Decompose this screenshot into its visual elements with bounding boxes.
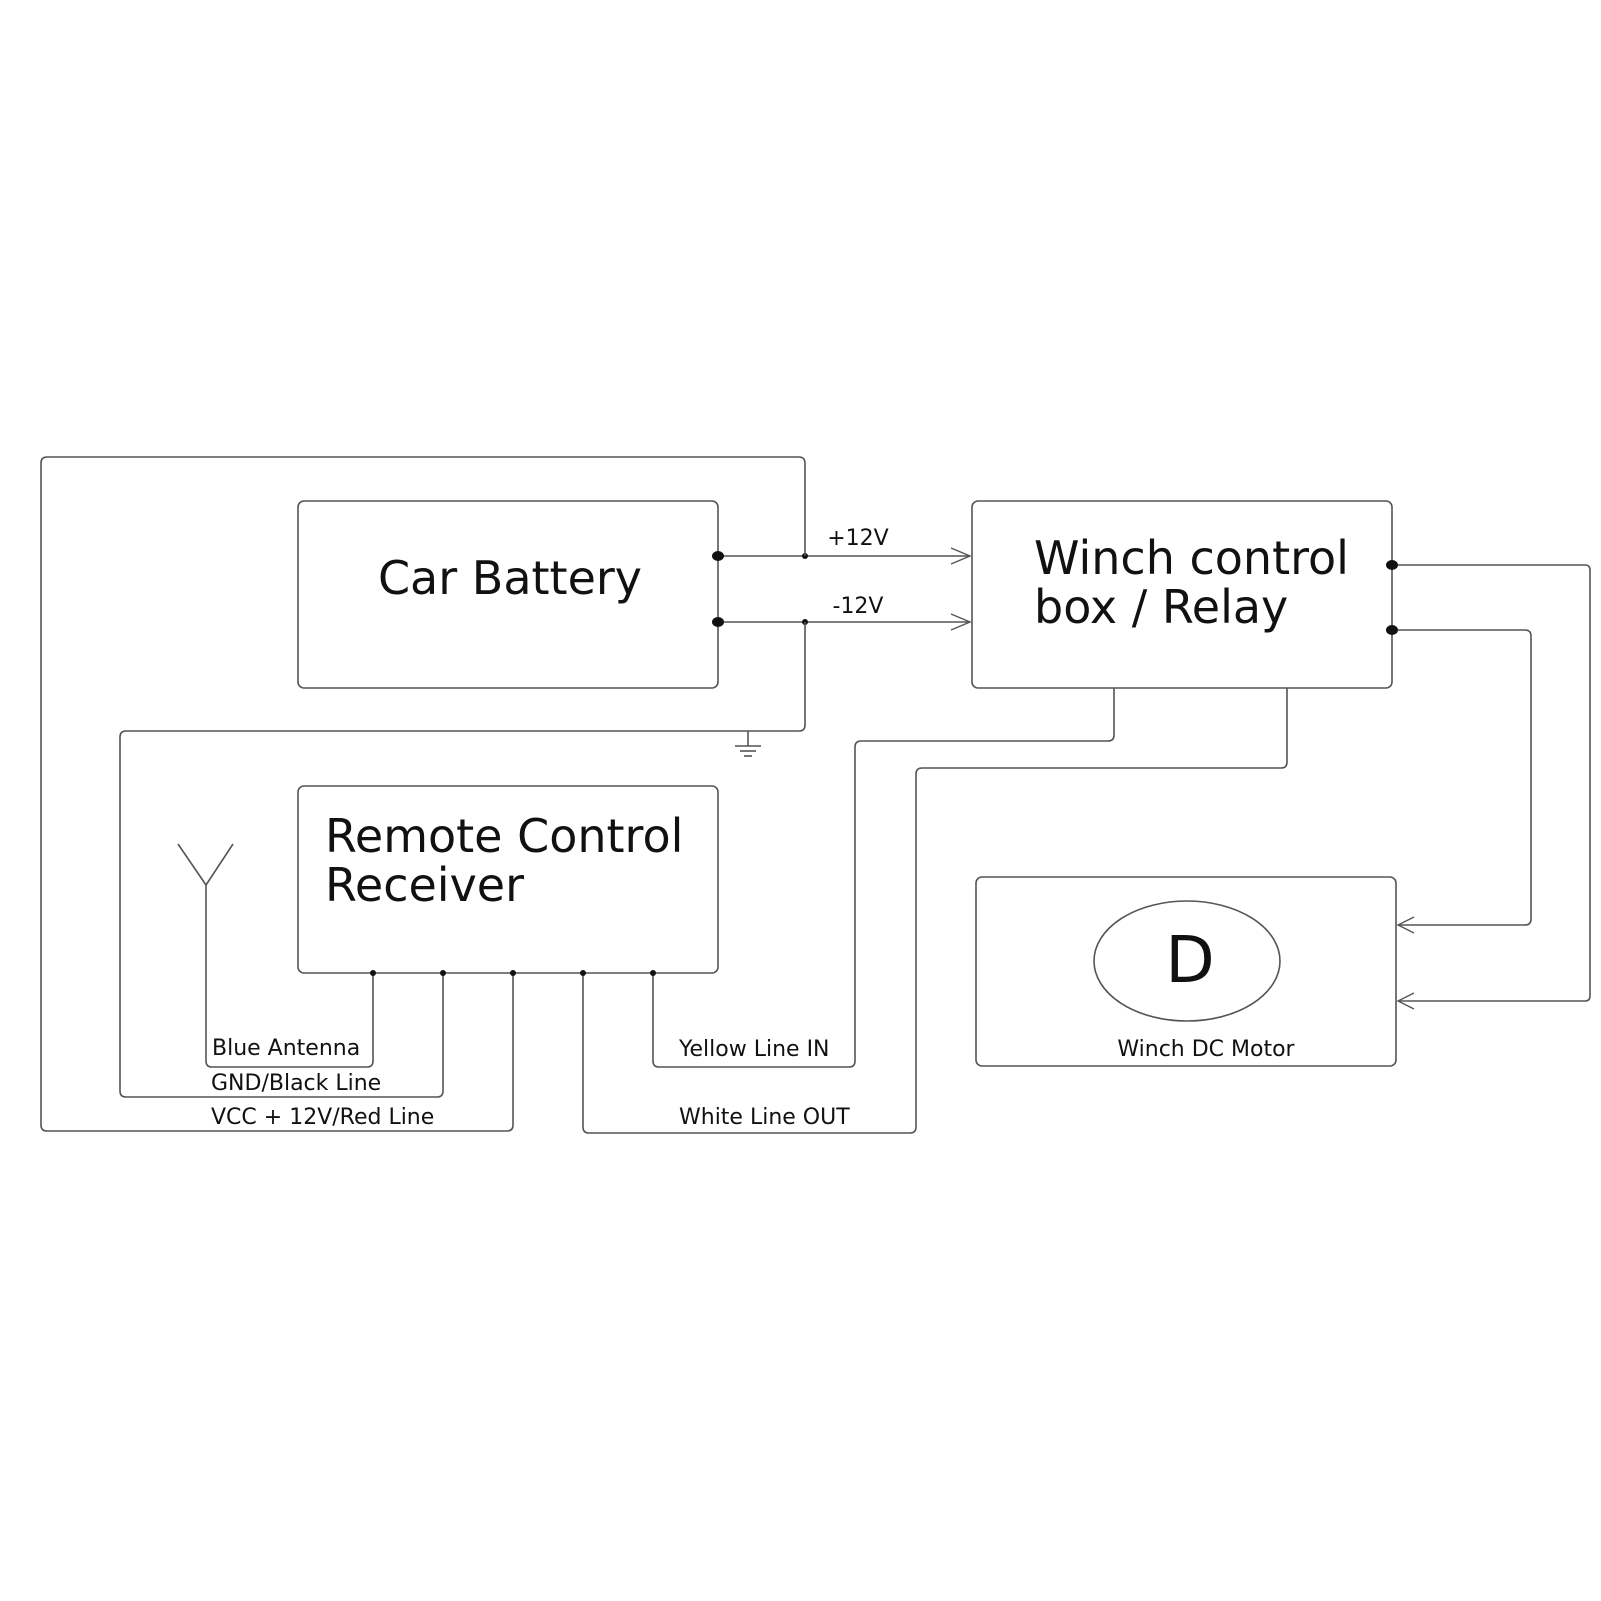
winch-control-label-line2: box / Relay	[1034, 580, 1288, 634]
winch-control-box-block	[971, 500, 1393, 689]
winch-control-label-line1: Winch control	[1034, 531, 1349, 585]
positive-arrowhead	[950, 547, 972, 565]
ground-wire	[119, 622, 806, 1098]
motor-wire-outer-arrowhead	[1396, 992, 1415, 1010]
motor-wire-inner	[1392, 629, 1532, 926]
remote-receiver-block	[297, 785, 719, 974]
battery-negative-terminal	[712, 617, 724, 627]
receiver-pin-antenna	[370, 970, 376, 976]
antenna-wire-label: Blue Antenna	[212, 1036, 360, 1061]
motor-symbol-letter: D	[1165, 924, 1214, 998]
vcc-wire	[40, 456, 806, 1132]
yellow-wire	[652, 688, 1115, 1068]
remote-receiver-label-line2: Receiver	[325, 858, 524, 912]
relay-output-terminal-1	[1386, 560, 1398, 570]
battery-positive-terminal	[712, 551, 724, 561]
receiver-pin-white	[580, 970, 586, 976]
car-battery-label: Car Battery	[378, 551, 642, 605]
receiver-pin-ground	[440, 970, 446, 976]
antenna-icon	[177, 843, 234, 1061]
white-wire-label: White Line OUT	[679, 1105, 850, 1130]
ground-icon	[735, 731, 761, 757]
negative-label: -12V	[833, 594, 884, 619]
motor-symbol	[1093, 900, 1281, 1022]
ground-wire-label: GND/Black Line	[211, 1071, 381, 1096]
receiver-pin-yellow	[650, 970, 656, 976]
remote-receiver-label-line1: Remote Control	[325, 809, 683, 863]
antenna-wire	[205, 973, 374, 1068]
white-wire	[582, 688, 1288, 1134]
negative-arrowhead	[950, 613, 972, 631]
yellow-wire-label: Yellow Line IN	[678, 1037, 830, 1062]
motor-wire-inner-arrowhead	[1396, 916, 1415, 934]
motor-wire-outer	[1392, 564, 1591, 1002]
positive-label: +12V	[827, 526, 888, 551]
winch-motor-label: Winch DC Motor	[1117, 1037, 1295, 1062]
relay-output-terminal-2	[1386, 625, 1398, 635]
vcc-wire-label: VCC + 12V/Red Line	[211, 1105, 434, 1130]
car-battery-block	[297, 500, 719, 689]
receiver-pin-vcc	[510, 970, 516, 976]
